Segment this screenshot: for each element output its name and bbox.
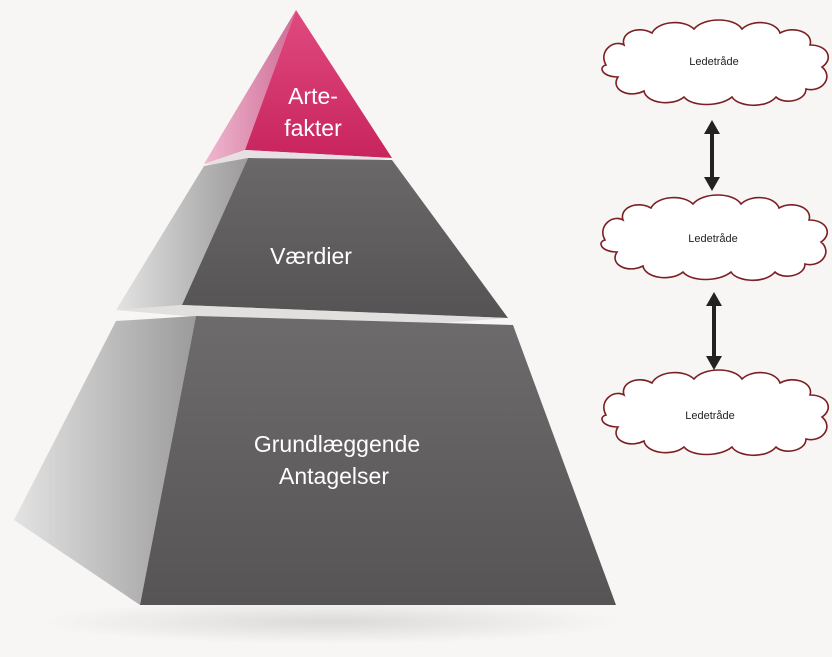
pyramid-middle-tier: Værdier <box>116 158 508 330</box>
double-arrow-2 <box>706 292 722 370</box>
clue-cloud-1: Ledetråde <box>601 19 830 107</box>
cloud-shape <box>600 194 829 282</box>
cloud-shape <box>601 369 830 457</box>
clue-cloud-3: Ledetråde <box>601 369 830 457</box>
pyramid-bottom-tier: Grundlæggende Antagelser <box>14 316 616 605</box>
pyramid-middle-tier-side <box>116 158 248 310</box>
pyramid-top-tier: Arte- fakter <box>204 10 392 171</box>
top-tier-label-line-2: fakter <box>284 115 342 141</box>
top-tier-label-line-1: Arte- <box>288 83 338 109</box>
pyramid-middle-tier-front <box>182 158 508 318</box>
bottom-tier-label-line-2: Antagelser <box>279 463 389 489</box>
bottom-tier-label-line-1: Grundlæggende <box>254 431 420 457</box>
clue-cloud-2: Ledetråde <box>600 194 829 282</box>
pyramid-top-tier-side <box>204 10 296 164</box>
pyramid-top-tier-front <box>245 10 392 158</box>
clue-label: Ledetråde <box>688 233 738 245</box>
clue-label: Ledetråde <box>689 56 739 68</box>
double-arrow-1 <box>704 120 720 191</box>
clues-column: Ledetråde Ledetråde Ledetråde <box>600 19 830 457</box>
middle-tier-label: Værdier <box>270 243 352 269</box>
pyramid-bottom-tier-side <box>14 316 196 605</box>
pyramid: Arte- fakter Værdier Grundlæggende Antag… <box>14 10 616 605</box>
ground-shadow <box>40 600 620 644</box>
clue-label: Ledetråde <box>685 410 735 422</box>
cloud-shape <box>601 19 830 107</box>
pyramid-bottom-tier-front <box>140 316 616 605</box>
